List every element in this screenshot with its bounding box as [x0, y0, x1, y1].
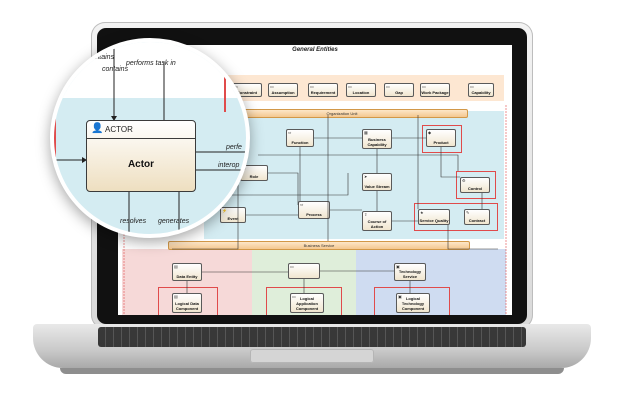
node-logical-data-component[interactable]: ▤Logical Data Component	[172, 293, 202, 313]
value-stream-icon: ➤	[364, 174, 368, 179]
label-resolves: resolves	[120, 218, 147, 225]
contract-icon: ✎	[466, 210, 470, 215]
product-icon: ◆	[428, 130, 432, 135]
node-course-of-action[interactable]: ⇧Course of Action	[362, 211, 392, 231]
entity-gap[interactable]: ▭Gap	[384, 83, 414, 97]
entity-requirement[interactable]: ▭Requirement	[308, 83, 338, 97]
node-data-entity[interactable]: ▤Data Entity	[172, 263, 202, 281]
course-icon: ⇧	[364, 212, 368, 217]
actor-header: 👤 ACTOR	[87, 121, 195, 139]
node-process[interactable]: ⇨Process	[298, 201, 330, 219]
node-application[interactable]: ▭	[288, 263, 320, 279]
control-highlight	[456, 171, 496, 199]
magnifier-white-area	[54, 42, 246, 98]
laptop-keyboard	[98, 327, 526, 347]
person-icon: 👤	[91, 123, 104, 134]
process-icon: ⇨	[300, 202, 304, 207]
node-service-quality[interactable]: ★Service Quality	[418, 209, 450, 225]
quality-icon: ★	[420, 210, 424, 215]
label-perf: perfe	[226, 144, 242, 151]
capability-icon: ▦	[364, 130, 368, 135]
laptop-foot	[60, 368, 564, 374]
node-function[interactable]: ⇨Function	[286, 129, 314, 147]
tech-component-icon: ▣	[398, 294, 402, 299]
label-interop: interop	[218, 162, 240, 169]
application-icon: ▭	[290, 264, 294, 269]
node-technology-service[interactable]: ▣Technology Service	[394, 263, 426, 281]
entity-icon: ▭	[310, 84, 314, 89]
entity-icon: ▭	[422, 84, 426, 89]
node-contract[interactable]: ✎Contract	[464, 209, 490, 225]
magnifier-boundary-line	[54, 97, 56, 234]
location-icon: ▭	[348, 84, 352, 89]
magnifier-boundary-line	[224, 42, 226, 112]
business-service-bar[interactable]: Business Service	[168, 241, 470, 250]
data-entity-icon: ▤	[174, 264, 178, 269]
label-contains-top: contains	[88, 54, 115, 61]
entity-icon: ▭	[386, 84, 390, 89]
control-icon: ⚙	[462, 178, 466, 183]
function-icon: ⇨	[288, 130, 292, 135]
node-business-capability[interactable]: ▦Business Capability	[362, 129, 392, 149]
service-quality-highlight	[414, 203, 498, 231]
node-logical-application-component[interactable]: ▭Logical Application Component	[290, 293, 324, 313]
node-value-stream[interactable]: ➤Value Stream	[362, 173, 392, 191]
zoom-magnifier: contains contains performs task in perfe…	[50, 38, 250, 238]
node-event[interactable]: ⚡Event	[220, 207, 246, 223]
node-product[interactable]: ◆Product	[426, 129, 456, 147]
entity-icon: ▭	[270, 84, 274, 89]
node-control[interactable]: ⚙Control	[460, 177, 490, 193]
entity-assumption[interactable]: ▭Assumption	[268, 83, 298, 97]
event-icon: ⚡	[222, 208, 227, 213]
technology-highlight	[374, 287, 450, 315]
data-highlight	[158, 287, 218, 315]
diagram-title: General Entities	[292, 47, 338, 53]
label-performs-task: performs task in	[126, 60, 176, 67]
node-logical-technology-component[interactable]: ▣Logical Technology Component	[396, 293, 430, 313]
product-highlight	[422, 125, 462, 153]
entity-icon: ▭	[470, 84, 474, 89]
actor-caption: ACTOR	[105, 125, 133, 134]
laptop-trackpad	[250, 349, 374, 363]
label-generates: generates	[158, 218, 190, 225]
technology-icon: ▣	[396, 264, 400, 269]
data-component-icon: ▤	[174, 294, 178, 299]
app-component-icon: ▭	[292, 294, 296, 299]
entity-location[interactable]: ▭Location	[346, 83, 376, 97]
laptop-screen: General Entities ▭Constraint ▭Assumption…	[118, 45, 512, 315]
actor-node[interactable]: 👤 ACTOR Actor	[86, 120, 196, 192]
label-contains: contains	[102, 66, 129, 73]
entity-work-package[interactable]: ▭Work Package	[420, 83, 450, 97]
entity-capability[interactable]: ▭Capability	[468, 83, 494, 97]
actor-name: Actor	[127, 159, 155, 170]
technology-architecture-region	[356, 249, 506, 315]
magnifier-connectors	[54, 42, 246, 234]
